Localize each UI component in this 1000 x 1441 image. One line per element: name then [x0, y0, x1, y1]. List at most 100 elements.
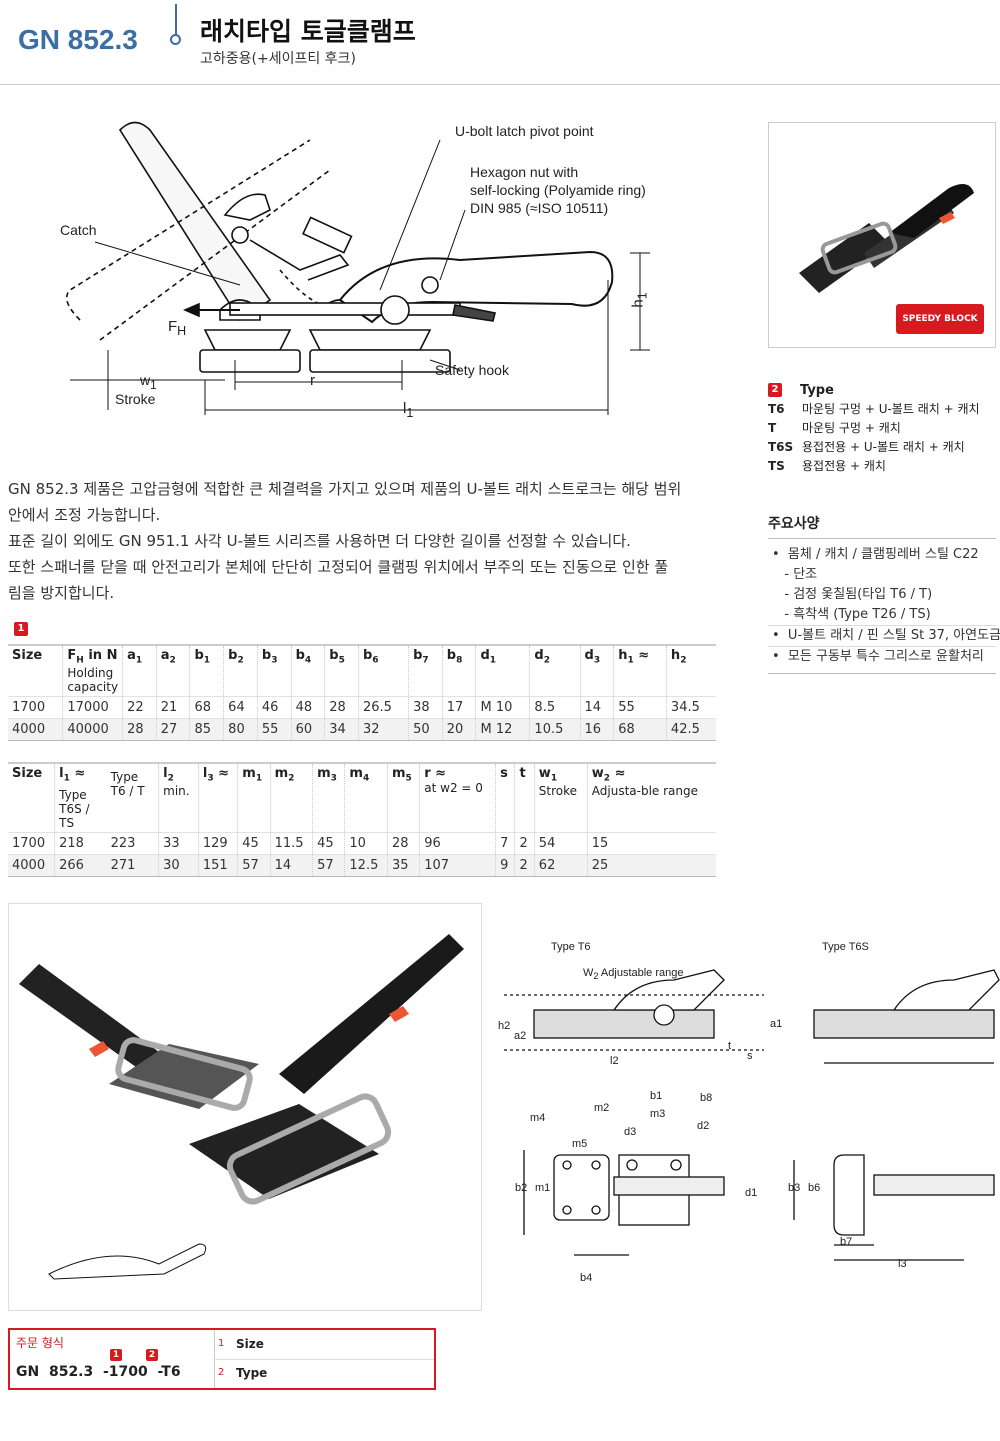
header-label: b	[295, 648, 305, 663]
description-line: 안에서 조정 가능합니다.	[8, 506, 161, 524]
header-suffix: ≈	[610, 766, 626, 781]
table-cell: 271	[106, 853, 159, 877]
order-title: 주문 형식	[16, 1336, 64, 1350]
header-subscript: H	[76, 655, 84, 666]
label-l1-sub: 1	[406, 406, 414, 420]
label-l1-main: l	[403, 400, 407, 417]
header-subscript: 2	[543, 655, 550, 666]
description-line: GN 852.3 제품은 고압금형에 적합한 큰 체결력을 가지고 있으며 제품…	[8, 480, 682, 498]
table-cell: 218	[54, 831, 107, 855]
header-label: l	[202, 766, 208, 781]
description: GN 852.3 제품은 고압금형에 적합한 큰 체결력을 가지고 있으며 제품…	[8, 476, 720, 606]
table-cell: 8.5	[529, 695, 580, 719]
table-cell: 10.5	[529, 717, 580, 741]
header-subscript: 1	[489, 655, 497, 666]
table1-header-11: b8	[441, 645, 476, 697]
header-subscript: 1	[203, 655, 211, 666]
label-r: r	[310, 372, 315, 389]
table-cell: 62	[533, 853, 588, 877]
dimension-label: l3	[898, 1258, 907, 1270]
header-subscript: 3	[271, 655, 278, 666]
table1-header-0: Size	[8, 645, 63, 696]
order-legend-label: Size	[236, 1337, 264, 1351]
table-cell: 16	[579, 717, 614, 741]
table-cell: 46	[256, 695, 292, 719]
table-cell: 12.5	[344, 853, 388, 877]
header-label: m	[391, 766, 406, 781]
header-subscript: 2	[169, 655, 176, 666]
table-cell: 2	[514, 831, 535, 855]
header-subscript: 7	[422, 655, 429, 666]
table2-header-5: m1	[237, 763, 271, 833]
table1-header-10: b7	[408, 645, 443, 697]
table1-header-9: b6	[357, 645, 409, 697]
table-cell: 48	[290, 695, 325, 719]
description-line: 또한 스패너를 닫을 때 안전고리가 본체에 단단히 고정되어 클램핑 위치에서…	[8, 558, 669, 576]
table2-header-11: s	[495, 763, 515, 833]
table-cell: 107	[419, 853, 496, 877]
type-desc: 마운팅 구멍 + 캐치	[802, 421, 901, 435]
table2-header-1: l1 ≈ Type T6S / TS	[54, 763, 107, 833]
header-label: b	[194, 648, 204, 663]
table-cell: 34.5	[665, 695, 716, 719]
table1-header-14: d3	[579, 645, 614, 697]
description-line: 표준 길이 외에도 GN 951.1 사각 U-볼트 시리즈를 사용하면 더 다…	[8, 532, 631, 550]
table-cell: 11.5	[269, 831, 313, 855]
header-label: b	[228, 648, 238, 663]
table-cell: 28	[324, 695, 359, 719]
header-label: d	[584, 648, 594, 663]
header-subscript: 4	[362, 773, 370, 784]
table-cell: 57	[237, 853, 271, 877]
table1-header-4: b1	[189, 645, 224, 697]
table2-header-9: m5	[386, 763, 420, 833]
header-label: l	[59, 766, 64, 781]
table-cell: 2	[514, 853, 535, 877]
description-line: 림을 방지합니다.	[8, 584, 115, 602]
table-cell: 33	[158, 831, 199, 855]
header-suffix: ≈	[213, 766, 230, 781]
table2-header-14: w2 ≈Adjusta-ble range	[586, 763, 716, 833]
table1-header-7: b4	[290, 645, 325, 697]
product-photo	[768, 122, 996, 348]
dimension-label: m4	[530, 1112, 546, 1124]
spec-item: - 흑착색 (Type T26 / TS)	[772, 607, 931, 622]
header-label: b	[329, 648, 339, 663]
header-note: Adjusta-ble range	[591, 783, 699, 798]
product-photo-image	[799, 184, 974, 293]
header-label: t	[519, 766, 526, 781]
product-code: GN 852.3	[18, 24, 138, 55]
table-cell: 223	[106, 831, 159, 855]
label-fh-main: F	[168, 318, 178, 335]
header-subscript: 1	[63, 773, 70, 784]
table2-header-12: t	[514, 763, 535, 833]
header-subtype: Type T6S / TS	[59, 787, 90, 830]
table-cell: 40000	[62, 717, 123, 741]
table-cell: 27	[155, 717, 190, 741]
type-code: T	[768, 421, 777, 435]
header-note: min.	[163, 783, 190, 798]
type-code: T6	[768, 402, 785, 416]
spec-item: • 모든 구동부 특수 그리스로 윤활처리	[768, 646, 996, 667]
table-cell: 4000	[8, 853, 55, 877]
header-suffix: ≈	[69, 766, 86, 781]
header-label: Size	[12, 648, 43, 663]
table-cell: M 12	[475, 717, 530, 741]
table2-header-0: Size	[8, 763, 55, 832]
type-desc: 용접전용 + U-볼트 래치 + 캐치	[802, 440, 965, 454]
dimension-label: m1	[535, 1182, 551, 1194]
header-label: h	[618, 648, 628, 663]
table-cell: 80	[223, 717, 258, 741]
header-subscript: 1	[255, 773, 263, 784]
dimension-label: b8	[700, 1092, 713, 1104]
table2-header-8: m4	[344, 763, 388, 833]
label-h1-main: h	[629, 299, 647, 308]
label-w2-sub: 2	[593, 971, 599, 982]
table1-header-13: d2	[529, 645, 580, 697]
table2-header-6: m2	[269, 763, 313, 833]
page-subtitle: 고하중용(+세이프티 후크)	[200, 51, 356, 67]
